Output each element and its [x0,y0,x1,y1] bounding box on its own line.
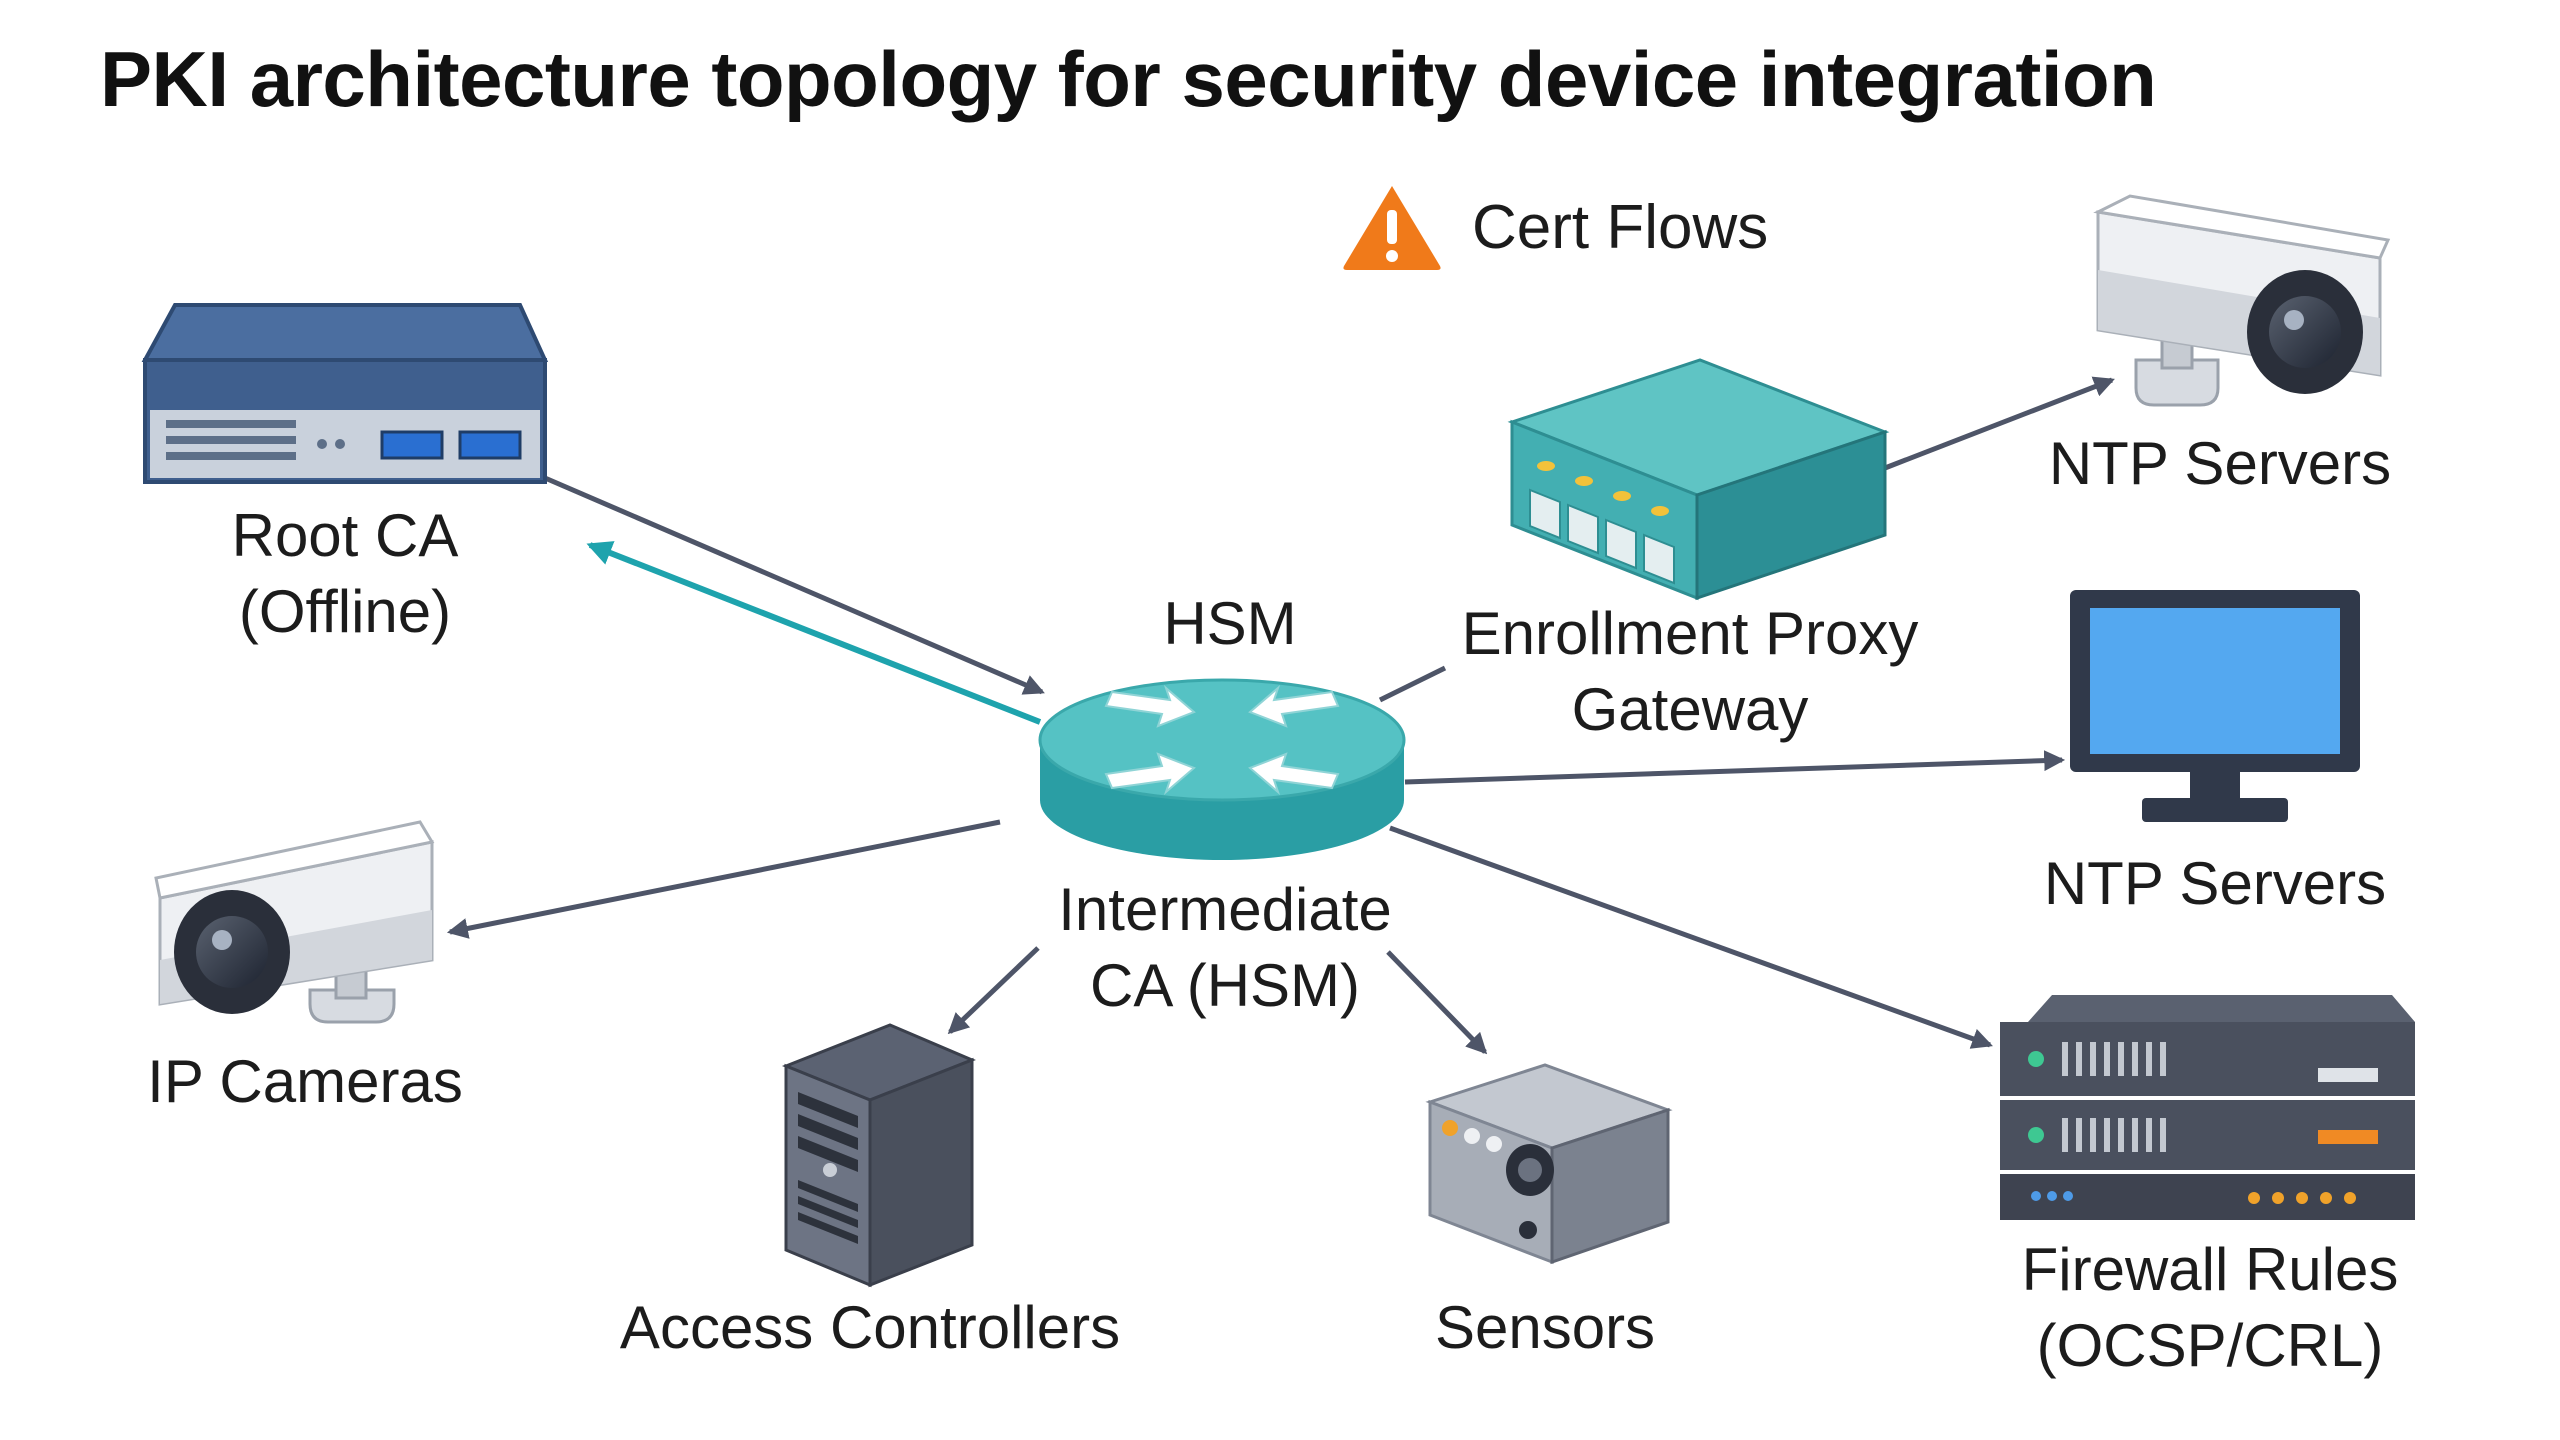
label-line: (Offline) [238,578,452,645]
edge-hub-to-sensors [1386,950,1488,1055]
label-line: Sensors [1434,1294,1656,1361]
edge-hub-to-proxy [1378,665,1447,703]
network-switch-icon [1507,358,1890,601]
tower-server-icon [781,1023,976,1288]
edge-hub-to-ip-cameras [446,819,1001,939]
router-hub-icon [1038,678,1406,860]
label-line: CA (HSM) [1090,952,1360,1019]
label-line: IP Cameras [147,1048,463,1115]
legend-label: Cert Flows [1472,192,1769,262]
label-line: Root CA [231,502,459,569]
node-label-enrollment-proxy: Enrollment Proxy Gateway [1420,596,1960,748]
monitor-icon [2070,590,2360,822]
rack-server-icon [2000,995,2415,1220]
label-line: Enrollment Proxy [1461,600,1919,667]
node-label-root-ca: Root CA (Offline) [215,498,475,650]
node-label-access-controllers: Access Controllers [580,1290,1160,1366]
edge-hub-to-ntp-monitor [1404,750,2066,785]
label-line: NTP Servers [2048,430,2392,497]
page-title: PKI architecture topology for security d… [100,35,2157,123]
edge-hub-to-firewall [1389,825,1993,1049]
node-label-ntp-camera: NTP Servers [2010,426,2430,502]
legend: Cert Flows [1340,182,1768,272]
node-label-ip-cameras: IP Cameras [120,1044,490,1120]
node-label-hsm: HSM [1163,590,1297,657]
node-label-firewall: Firewall Rules (OCSP/CRL) [1980,1232,2440,1384]
label-line: Intermediate [1058,876,1392,943]
edge-hub-to-rootca-highlight [586,541,1042,725]
edge-rootca-to-hub [544,475,1045,695]
node-label-intermediate-ca: Intermediate CA (HSM) [1020,872,1430,1024]
security-camera-icon [154,820,435,1024]
sensor-box-icon [1425,1063,1673,1265]
server-appliance-icon [141,303,549,484]
edge-hub-to-access-controllers [947,946,1040,1035]
node-label-sensors: Sensors [1380,1290,1710,1366]
label-line: Firewall Rules [2021,1236,2399,1303]
security-camera-icon [2093,194,2391,407]
label-line: NTP Servers [2043,850,2387,917]
connectors [446,376,2115,1055]
edge-proxy-to-ntp-camera [1884,376,2115,471]
label-line: (OCSP/CRL) [2036,1312,2384,1379]
label-line: Access Controllers [619,1294,1121,1361]
node-label-ntp-monitor: NTP Servers [2005,846,2425,922]
label-line: Gateway [1571,676,1809,743]
warning-triangle-icon [1343,186,1441,270]
